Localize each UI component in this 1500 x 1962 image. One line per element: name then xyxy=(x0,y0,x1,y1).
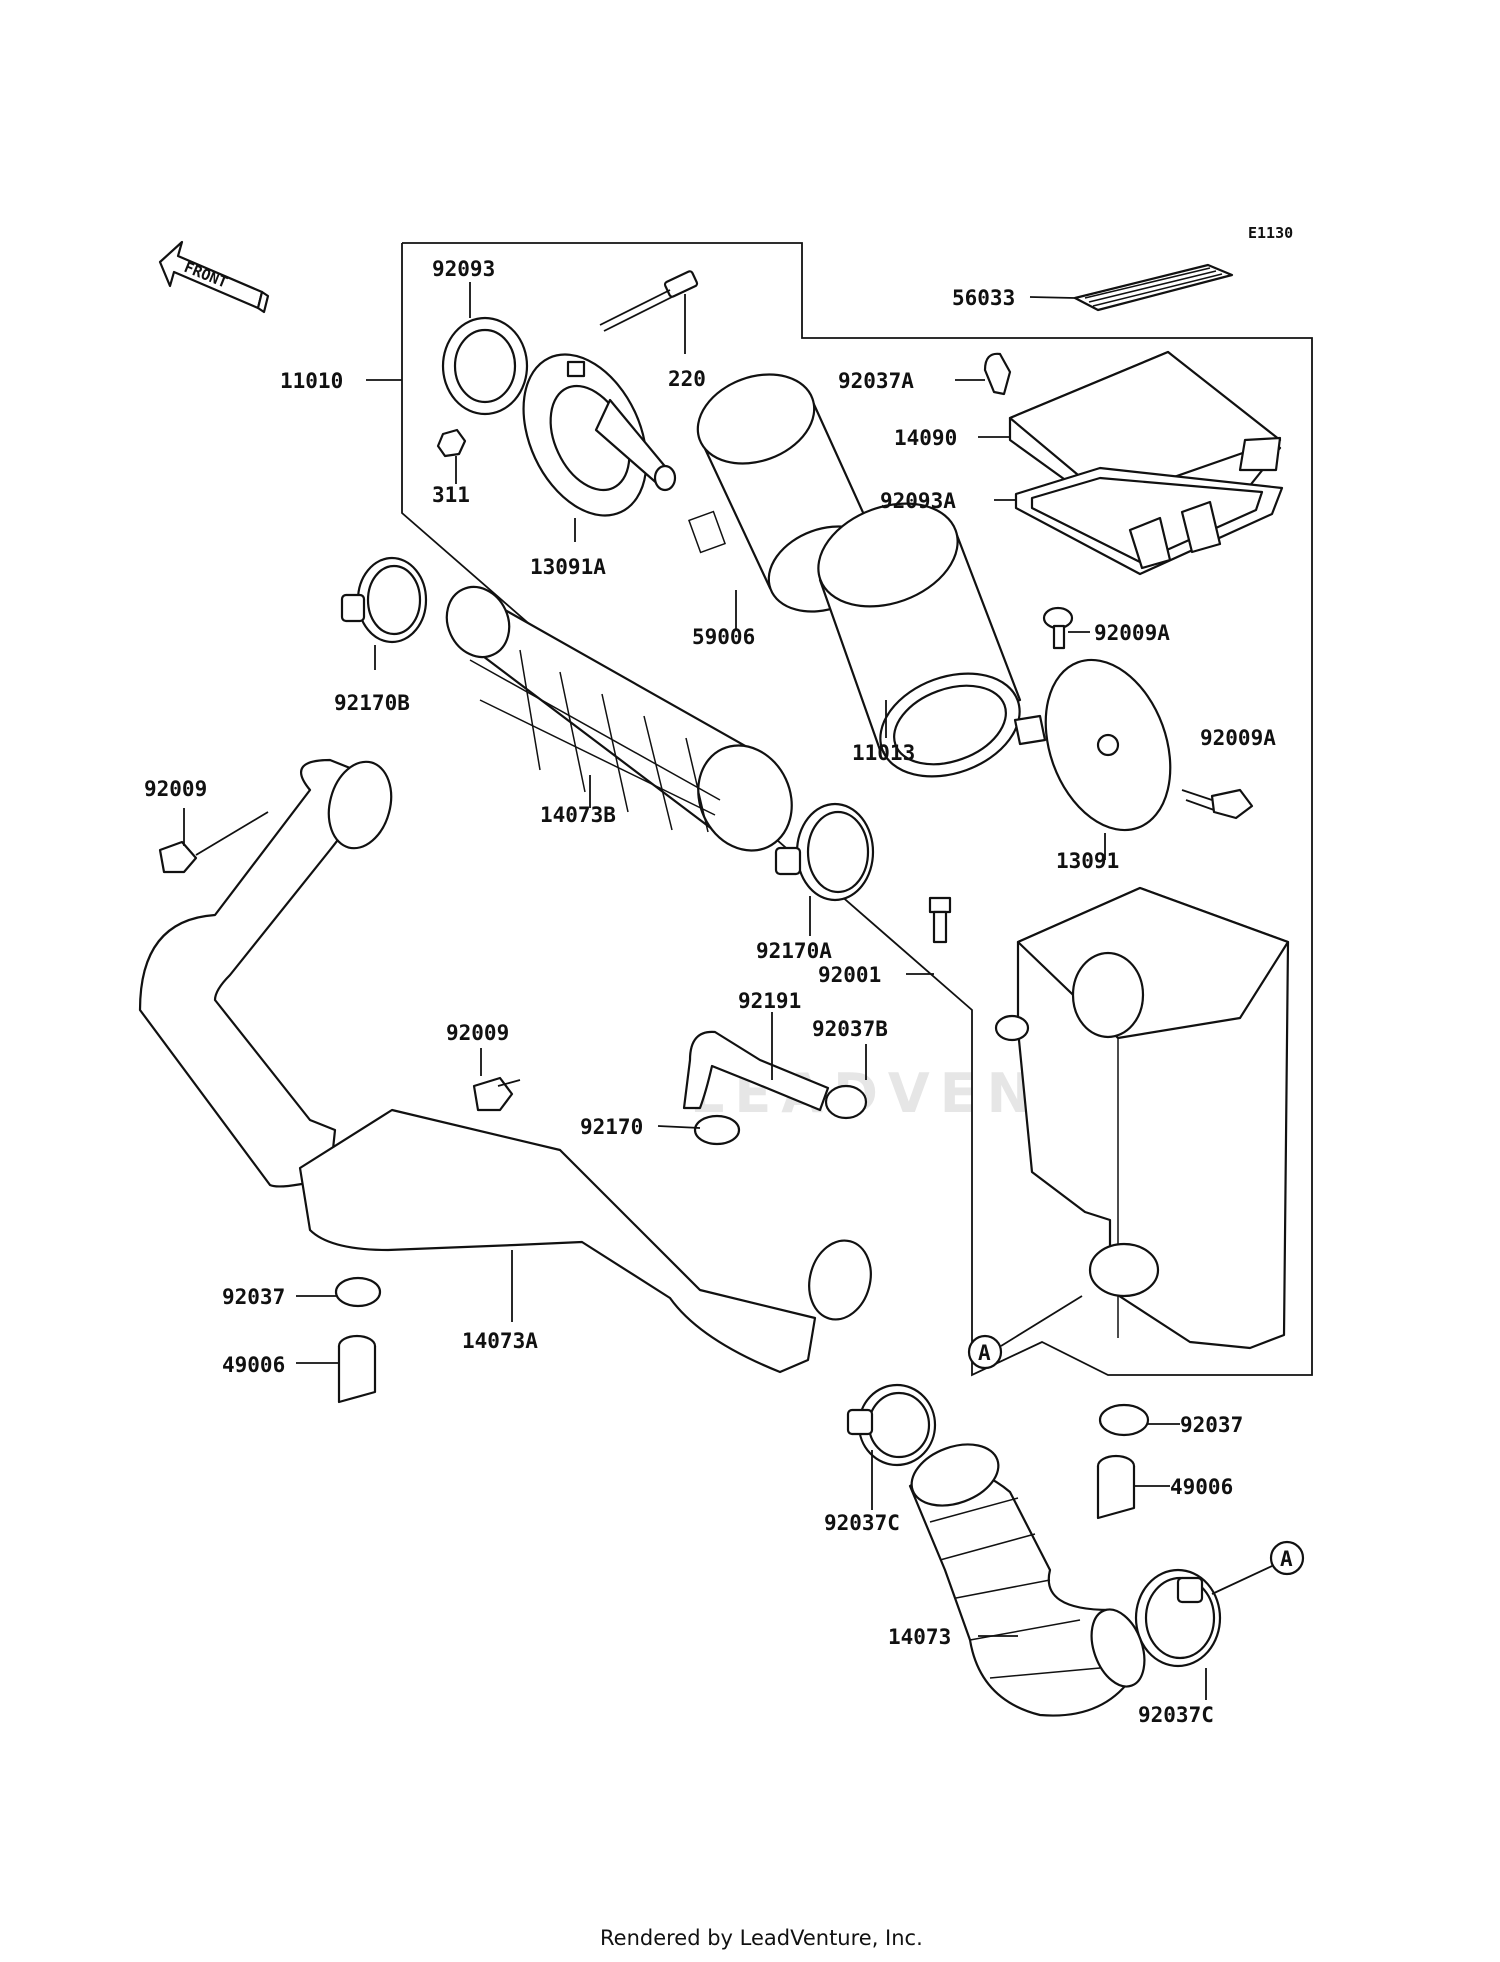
clamp-92170A-part xyxy=(774,802,875,902)
label-plate-part xyxy=(1073,263,1234,312)
clamp-92037C-right-part xyxy=(1134,1568,1222,1668)
part-labels: 56033 92093 11010 220 311 13091A 92037A … xyxy=(144,257,1276,1727)
label-14073: 14073 xyxy=(888,1625,951,1649)
filter-11013-part xyxy=(817,502,1022,778)
label-14090: 14090 xyxy=(894,426,957,450)
label-92170A: 92170A xyxy=(756,939,832,963)
label-92009A-top: 92009A xyxy=(1094,621,1170,645)
cap-13091A-part xyxy=(522,353,677,517)
label-311: 311 xyxy=(432,483,470,507)
bolt-92009-mid-part xyxy=(472,1076,521,1112)
cap-13091-part xyxy=(1013,658,1172,832)
callout-a-left-label: A xyxy=(978,1341,991,1365)
bolt-92009-left-part xyxy=(158,811,269,874)
label-92037C-right: 92037C xyxy=(1138,1703,1214,1727)
clamp-92037-right-part xyxy=(1098,1403,1150,1437)
callout-a-left: A xyxy=(967,1334,1003,1370)
nut-311-part xyxy=(436,428,467,458)
elbow-14073-part xyxy=(908,1443,1146,1717)
clamp-92170-part xyxy=(693,1114,741,1146)
label-59006: 59006 xyxy=(692,625,755,649)
label-92001: 92001 xyxy=(818,963,881,987)
screw-92009A-top-part xyxy=(1042,606,1074,650)
label-92093: 92093 xyxy=(432,257,495,281)
label-49006-left: 49006 xyxy=(222,1353,285,1377)
assembly-frame xyxy=(401,242,1313,1377)
hose-49006-right-part xyxy=(1096,1454,1136,1520)
label-92037-left: 92037 xyxy=(222,1285,285,1309)
label-92191: 92191 xyxy=(738,989,801,1013)
footer-credit: Rendered by LeadVenture, Inc. xyxy=(600,1926,923,1950)
label-13091: 13091 xyxy=(1056,849,1119,873)
bolt-220-part xyxy=(599,270,699,332)
bolt-92001-part xyxy=(928,896,952,944)
label-92170: 92170 xyxy=(580,1115,643,1139)
diagram-code: E1130 xyxy=(1248,224,1293,242)
label-13091A: 13091A xyxy=(530,555,606,579)
clamp-92170B-part xyxy=(340,556,428,644)
callout-a-right-label: A xyxy=(1280,1547,1293,1571)
label-92093A: 92093A xyxy=(880,489,956,513)
callout-a-right: A xyxy=(1269,1540,1305,1576)
label-14073B: 14073B xyxy=(540,803,616,827)
screw-92009A-side-part xyxy=(1181,788,1254,820)
hose-49006-left-part xyxy=(337,1334,377,1404)
label-11013: 11013 xyxy=(852,741,915,765)
clamp-92037B-part xyxy=(824,1084,868,1120)
label-14073A: 14073A xyxy=(462,1329,538,1353)
air-box-part xyxy=(994,886,1290,1350)
label-92009-left: 92009 xyxy=(144,777,207,801)
label-92037-right: 92037 xyxy=(1180,1413,1243,1437)
intake-duct-part xyxy=(138,758,872,1374)
gasket-92093A-part xyxy=(1014,466,1284,576)
seal-92093-part xyxy=(441,316,529,416)
label-56033: 56033 xyxy=(952,286,1015,310)
label-92037A: 92037A xyxy=(838,369,914,393)
duct-14073B-part xyxy=(445,585,793,852)
label-92009A-side: 92009A xyxy=(1200,726,1276,750)
label-92170B: 92170B xyxy=(334,691,410,715)
clamp-92037C-mid-part xyxy=(846,1383,937,1467)
clip-92037A-part xyxy=(983,352,1012,396)
front-arrow-icon: FRONT xyxy=(158,240,270,314)
label-220: 220 xyxy=(668,367,706,391)
clamp-92037-left-part xyxy=(334,1276,382,1308)
label-11010: 11010 xyxy=(280,369,343,393)
leader-lines xyxy=(183,282,1273,1700)
label-92037B: 92037B xyxy=(812,1017,888,1041)
label-49006-right: 49006 xyxy=(1170,1475,1233,1499)
hose-92191-part xyxy=(682,1030,830,1112)
cover-14090-part xyxy=(1008,350,1282,507)
label-92037C-mid: 92037C xyxy=(824,1511,900,1535)
label-92009-mid: 92009 xyxy=(446,1021,509,1045)
